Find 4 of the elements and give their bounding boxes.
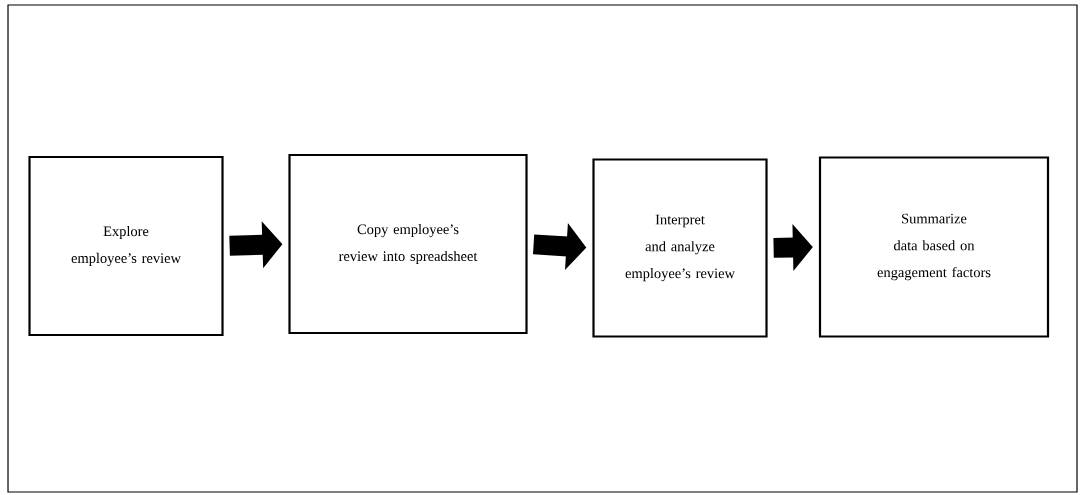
process-box: Summarize data based on engagement factors [818, 156, 1050, 338]
process-box: Interpret and analyze employee’s review [592, 158, 768, 338]
process-box: Explore employee’s review [28, 155, 224, 337]
process-box: Copy employee’s review into spreadsheet [288, 153, 528, 335]
